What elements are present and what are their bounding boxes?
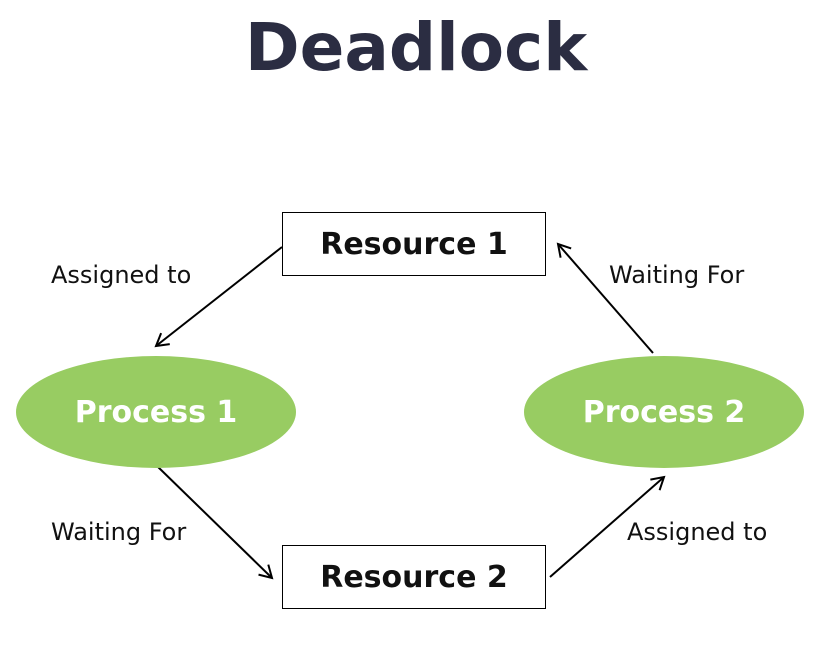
arrow-resource2-to-process2 <box>549 475 666 578</box>
resource-1-label: Resource 1 <box>320 226 508 262</box>
resource-1-node: Resource 1 <box>282 212 546 276</box>
arrow-process2-to-resource1 <box>556 242 654 354</box>
arrow-process1-to-resource2 <box>155 464 274 580</box>
edge-label-resource1-process1: Assigned to <box>51 261 192 289</box>
edge-label-process2-resource1: Waiting For <box>609 261 745 289</box>
arrow-resource1-to-process1 <box>154 246 283 348</box>
resource-2-node: Resource 2 <box>282 545 546 609</box>
edge-label-process1-resource2: Waiting For <box>51 518 187 546</box>
process-2-label: Process 2 <box>582 394 746 430</box>
process-1-label: Process 1 <box>74 394 238 430</box>
diagram-title: Deadlock <box>244 9 588 86</box>
edge-label-resource2-process2: Assigned to <box>627 518 768 546</box>
process-2-node: Process 2 <box>524 356 804 468</box>
resource-2-label: Resource 2 <box>320 559 508 595</box>
process-1-node: Process 1 <box>16 356 296 468</box>
